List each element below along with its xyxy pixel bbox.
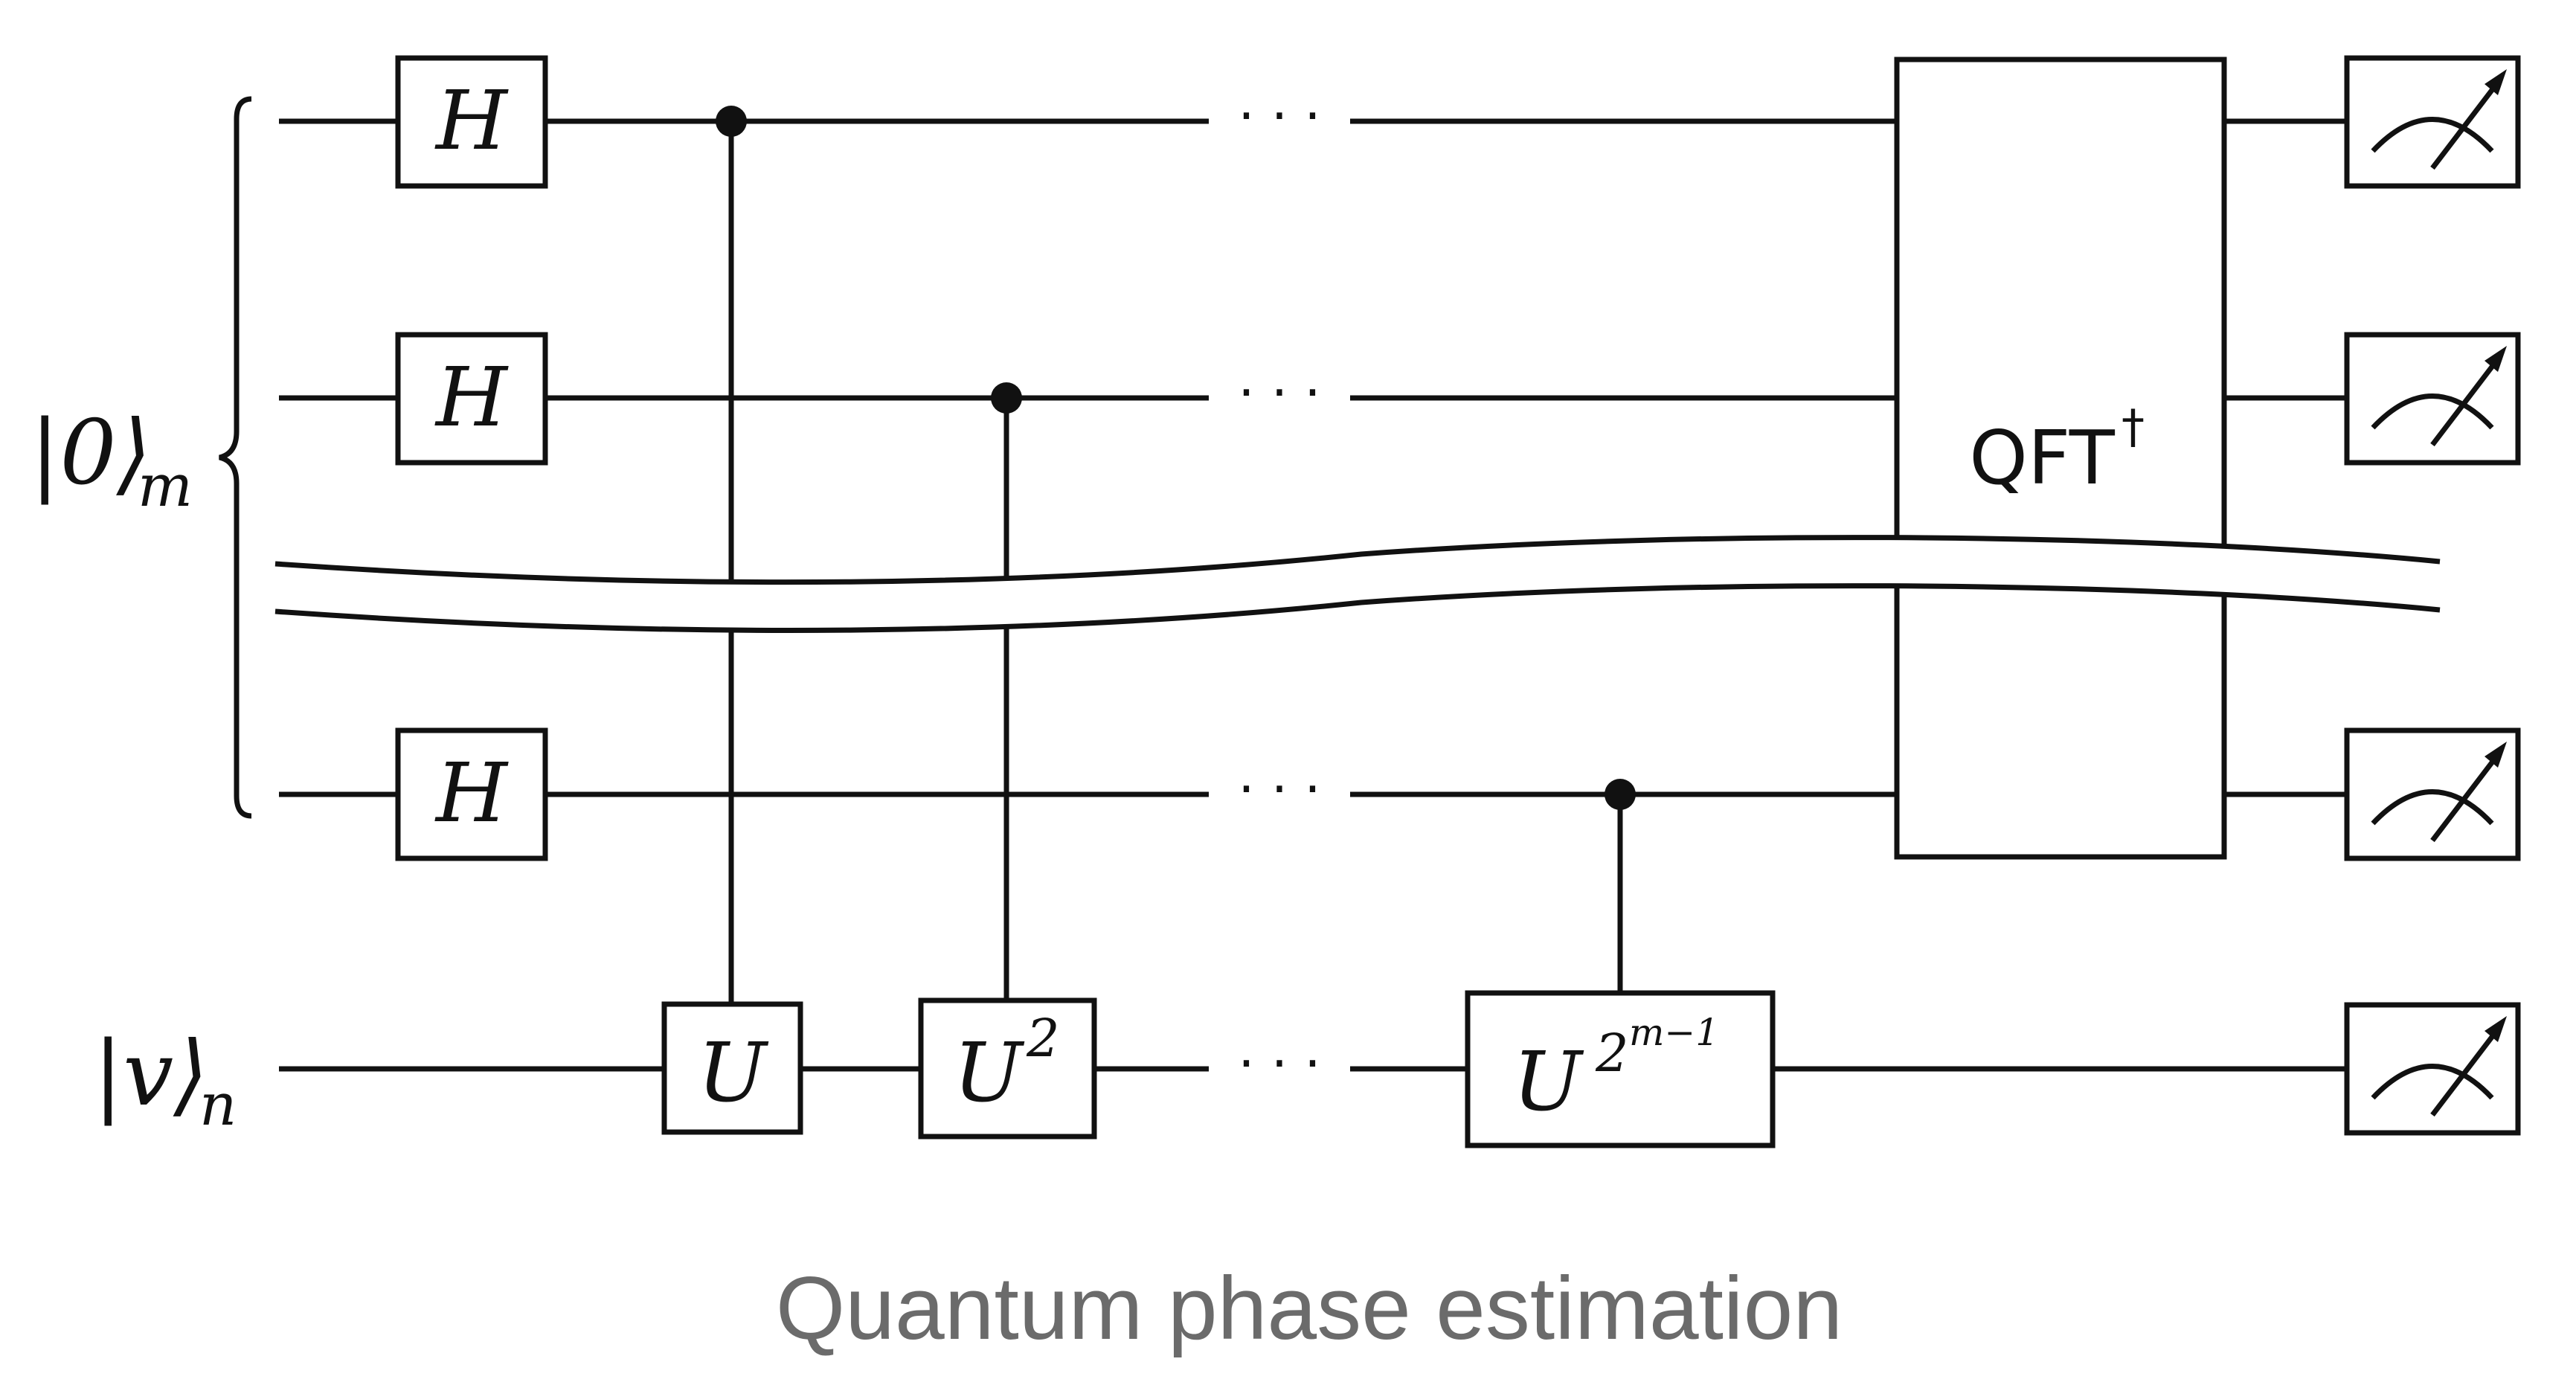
hadamard-label-m: H [434, 745, 509, 841]
target-ket: |v⟩ [93, 1023, 208, 1126]
break-band-fill [275, 537, 2440, 631]
u3-base: U [1513, 1034, 1584, 1129]
u3-exponent-power: m−1 [1629, 1011, 1719, 1054]
hadamard-gate-2 [395, 332, 548, 466]
meter-icon [2344, 55, 2521, 189]
u2-exponent: 2 [1026, 1008, 1060, 1069]
u3-exponent: 2 [1595, 1023, 1629, 1084]
controlled-u-gate-1 [661, 1001, 803, 1135]
control-dot-2 [991, 382, 1022, 414]
target-subscript: n [199, 1072, 237, 1139]
hadamard-label-2: H [434, 350, 509, 445]
u1-base: U [698, 1025, 769, 1120]
u2-base: U [954, 1025, 1025, 1120]
wire-ellipses: · · · · · · · · · · · · [1238, 86, 1320, 1094]
qft-label: QFT [1969, 414, 2115, 501]
register-brace [219, 96, 252, 819]
meter-icon [2344, 727, 2521, 861]
meter-icon [2344, 1002, 2521, 1136]
meter-icon [2344, 332, 2521, 466]
hadamard-label-1: H [434, 73, 509, 168]
control-ket: |0⟩ [30, 402, 152, 505]
inverse-qft-gate: QFT † [1894, 57, 2227, 860]
ellipsis-4: · · · [1238, 1033, 1320, 1094]
controlled-unitary-gates: U U 2 U 2 m−1 [661, 990, 1776, 1148]
break-line-top [274, 535, 2441, 585]
target-register-label: |v⟩ n [93, 1023, 237, 1139]
hadamard-gate-1 [395, 55, 548, 189]
control-register-label: |0⟩ m [30, 402, 193, 520]
control-subscript: m [138, 453, 193, 520]
diagram-caption: Quantum phase estimation [776, 1259, 1843, 1358]
control-dot-1 [716, 106, 747, 137]
hadamard-gate-m [395, 727, 548, 861]
break-line-bottom [274, 583, 2441, 633]
controlled-u-gate-2 [918, 997, 1097, 1140]
controlled-u-gate-3 [1465, 990, 1776, 1148]
hadamard-gates: H H H [395, 55, 548, 861]
control-dot-3 [1605, 779, 1636, 810]
qft-dagger: † [2121, 399, 2145, 454]
wire-break-band [274, 535, 2441, 633]
control-dots [716, 106, 1636, 810]
control-lines [728, 121, 1623, 1004]
qft-box [1894, 57, 2227, 860]
ellipsis-2: · · · [1238, 362, 1320, 423]
ellipsis-1: · · · [1238, 86, 1320, 147]
ellipsis-3: · · · [1238, 759, 1320, 820]
measurements [2344, 55, 2521, 1136]
